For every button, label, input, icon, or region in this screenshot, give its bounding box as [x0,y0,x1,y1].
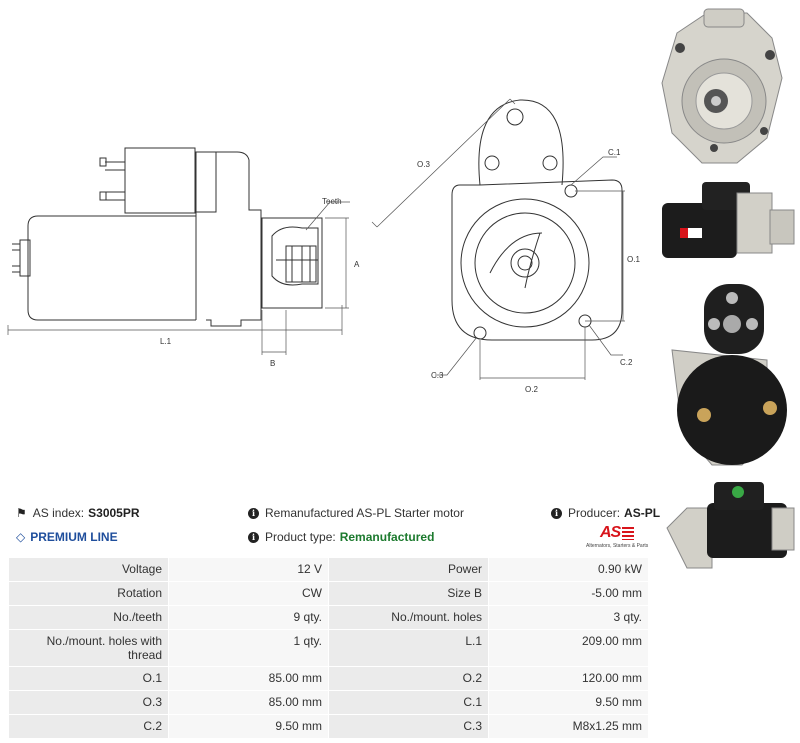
spec-label: Power [328,557,489,582]
description: i Remanufactured AS-PL Starter motor [248,506,464,520]
front-view-drawing: O.3 C.1 O.1 C.2 C.3 O.2 [371,98,640,394]
premium-line-text: PREMIUM LINE [30,530,118,544]
as-index: ⚑ AS index: S3005PR [16,506,140,520]
product-type: i Product type: Remanufactured [248,530,434,544]
spec-label: C.2 [8,714,169,739]
c3-label: C.3 [431,371,444,380]
o2-label: O.2 [525,385,538,394]
info-icon: i [248,531,259,543]
description-text: Remanufactured AS-PL Starter motor [265,506,464,520]
premium-line: ◇ PREMIUM LINE [16,530,118,544]
spec-value: 85.00 mm [168,690,329,715]
spec-value: 3 qty. [488,605,649,630]
logo-tagline: Alternators, Starters & Parts [586,543,649,549]
spec-label: Size B [328,581,489,606]
spec-label: No./mount. holes [328,605,489,630]
c1-label: C.1 [608,148,621,157]
side-view-drawing: Teeth A L.1 B [7,147,360,368]
product-photo-front [652,3,797,173]
spec-value: 120.00 mm [488,666,649,691]
l1-label: L.1 [160,337,172,346]
spec-value: M8x1.25 mm [488,714,649,739]
spec-label: Rotation [8,581,169,606]
spec-value: CW [168,581,329,606]
diamond-icon: ◇ [16,530,26,544]
a-label: A [354,260,360,269]
product-photo-rear [652,280,797,475]
spec-value: 9 qty. [168,605,329,630]
o1-label: O.1 [627,255,640,264]
product-type-value: Remanufactured [339,530,435,544]
spec-value: 85.00 mm [168,666,329,691]
spec-label: O.1 [8,666,169,691]
o3-label: O.3 [417,160,430,169]
spec-label: O.3 [8,690,169,715]
producer-label: Producer: [568,506,621,520]
as-index-value: S3005PR [88,506,140,520]
producer: i Producer: AS-PL [551,506,660,520]
logo-stripes [622,527,634,540]
teeth-label: Teeth [322,197,342,206]
spec-label: No./mount. holes with thread [8,629,169,667]
tag-icon: ⚑ [16,506,27,520]
info-icon: i [248,507,259,519]
spec-value: 12 V [168,557,329,582]
spec-label: Voltage [8,557,169,582]
spec-value: -5.00 mm [488,581,649,606]
spec-value: 1 qty. [168,629,329,667]
spec-label: C.1 [328,690,489,715]
as-index-label: AS index: [32,506,85,520]
product-photo-side [652,178,797,278]
spec-value: 9.50 mm [488,690,649,715]
producer-value: AS-PL [624,506,661,520]
spec-value: 0.90 kW [488,557,649,582]
spec-label: C.3 [328,714,489,739]
logo-mark: AS [600,524,621,541]
spec-label: O.2 [328,666,489,691]
spec-value: 9.50 mm [168,714,329,739]
as-pl-logo: AS Alternators, Starters & Parts [586,524,650,552]
spec-label: No./teeth [8,605,169,630]
b-label: B [270,359,275,368]
c2-label: C.2 [620,358,633,367]
product-type-label: Product type: [265,530,336,544]
spec-value: 209.00 mm [488,629,649,667]
spec-label: L.1 [328,629,489,667]
product-photo-angle [652,478,797,578]
info-icon: i [551,507,562,519]
